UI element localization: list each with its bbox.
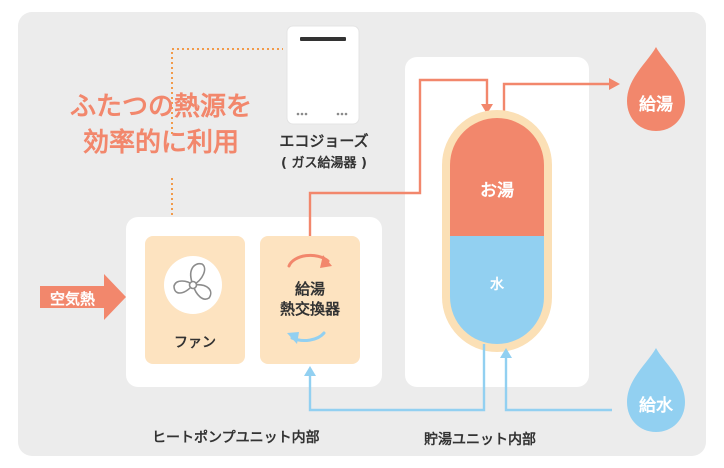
hot-pipe-in-arrowhead: [481, 104, 493, 114]
storage-tank: [442, 110, 552, 352]
hot-pipe-out-arrowhead: [609, 78, 620, 90]
water-label: 水: [490, 277, 504, 293]
headline-line2: 効率的に利用: [82, 128, 239, 158]
fan-icon: [164, 256, 222, 314]
heat-exchanger-label-line1: 給湯: [294, 280, 325, 298]
hot-water-label: お湯: [480, 181, 514, 201]
hot-supply-drop: [627, 47, 685, 131]
cold-pipe-supply-arrowhead: [500, 348, 512, 358]
hot-curve-arrowhead: [320, 255, 332, 268]
headline-line1: ふたつの熱源を: [69, 92, 252, 122]
water-supply-drop: [627, 348, 685, 432]
air-heat-arrow: [40, 274, 126, 320]
cold-pipe-return-arrowhead: [304, 366, 316, 376]
eco-jozu-label: エコジョーズ: [279, 132, 369, 150]
dotted-connector: [171, 48, 283, 218]
fan-label: ファン: [174, 335, 216, 351]
water-supply-label: 給水: [639, 396, 673, 416]
heat-exchanger-box: [260, 236, 360, 364]
air-heat-label: 空気熱: [50, 290, 96, 308]
heat-pump-unit-caption: ヒートポンプユニット内部: [152, 430, 320, 446]
cold-curve-arrowhead: [287, 332, 299, 344]
hot-supply-label: 給湯: [639, 95, 673, 115]
storage-unit-caption: 貯湯ユニット内部: [424, 432, 536, 448]
hot-pipe-in: [308, 78, 489, 236]
water-heater-icon: [286, 25, 360, 125]
hot-pipe-out: [502, 82, 610, 114]
gas-water-heater-label: ( ガス給湯器 ): [281, 156, 367, 171]
cold-pipe-return: [308, 344, 486, 412]
cold-pipe-supply: [504, 356, 612, 412]
heat-exchanger-label-line2: 熱交換器: [279, 300, 340, 318]
